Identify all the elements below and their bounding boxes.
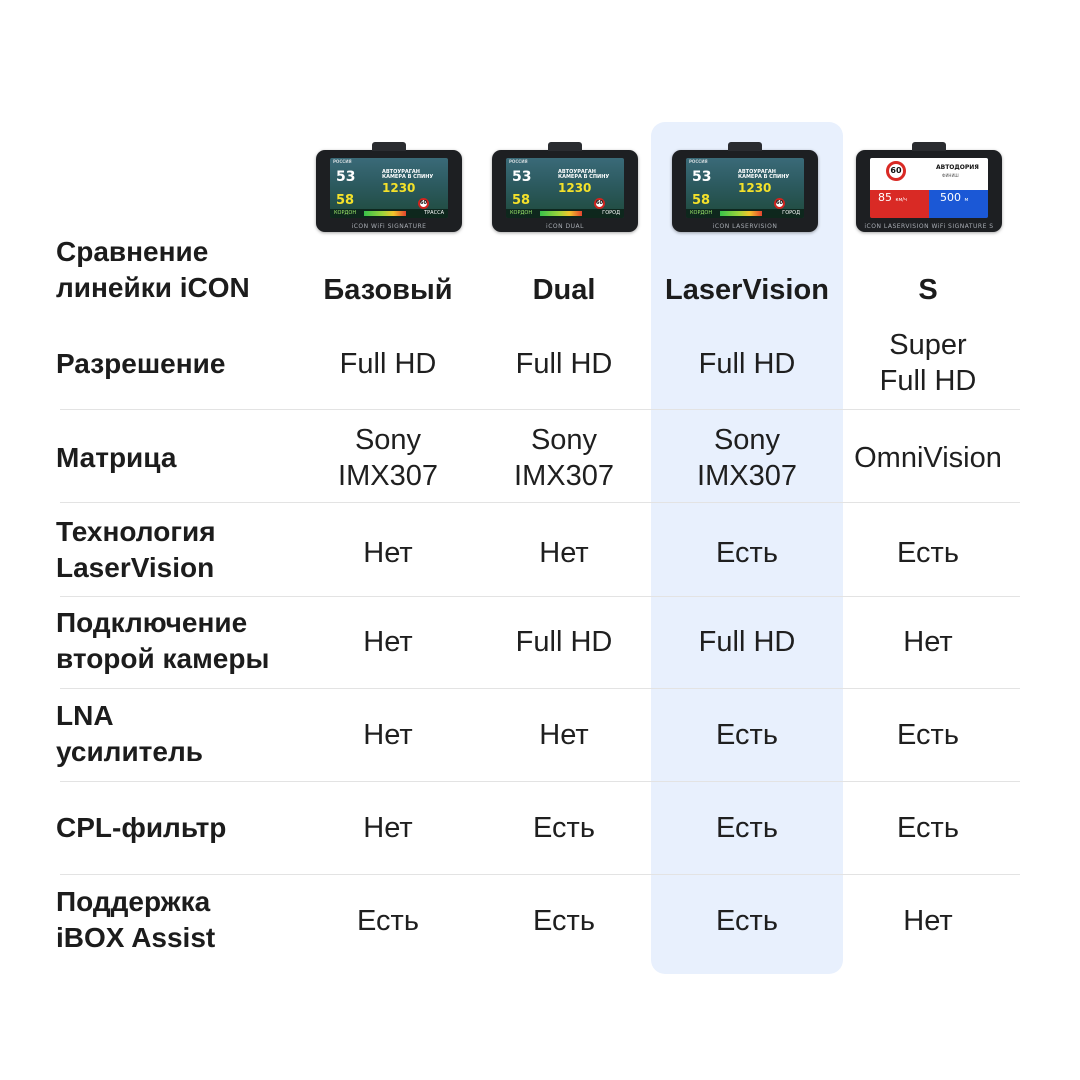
screen-speed-2: 58 bbox=[336, 193, 355, 208]
device-mount-clip bbox=[372, 142, 406, 151]
screen-region: РОССИЯ bbox=[509, 159, 528, 164]
screen-distance: 1230 bbox=[558, 181, 592, 195]
row-divider bbox=[60, 502, 1020, 503]
device-image-basic: РОССИЯ 53 58 АВТОУРАГАН КАМЕРА В СПИНУ 1… bbox=[316, 142, 462, 232]
table-cell: Super Full HD bbox=[879, 329, 977, 397]
table-cell: Sony IMX307 bbox=[697, 424, 797, 492]
screen-right-label: ТРАССА bbox=[424, 210, 444, 216]
table-cell: Full HD bbox=[339, 348, 437, 380]
screen-distance: 500 м bbox=[940, 191, 969, 204]
table-cell: Есть bbox=[533, 812, 595, 844]
screen-warning: АВТОУРАГАН КАМЕРА В СПИНУ bbox=[382, 169, 434, 180]
row-label-resolution: Разрешение bbox=[56, 348, 226, 379]
device-image-dual: РОССИЯ 53 58 АВТОУРАГАН КАМЕРА В СПИНУ 1… bbox=[492, 142, 638, 232]
table-cell: Нет bbox=[903, 626, 953, 658]
table-cell: Нет bbox=[539, 537, 589, 569]
row-label-laservision-tech: Технология LaserVision bbox=[56, 516, 216, 583]
table-cell: Нет bbox=[363, 626, 413, 658]
column-header-basic: Базовый bbox=[323, 274, 453, 306]
table-cell: Есть bbox=[533, 905, 595, 937]
table-cell: Есть bbox=[716, 905, 778, 937]
device-brand-label: iCON DUAL bbox=[546, 223, 584, 230]
screen-region: РОССИЯ bbox=[333, 159, 352, 164]
table-cell: Есть bbox=[716, 812, 778, 844]
screen-speed: 53 bbox=[336, 169, 356, 185]
device-screen: РОССИЯ 53 58 АВТОУРАГАН КАМЕРА В СПИНУ 1… bbox=[506, 158, 624, 218]
device-image-laservision: РОССИЯ 53 58 АВТОУРАГАН КАМЕРА В СПИНУ 1… bbox=[672, 142, 818, 232]
screen-status-bar: КОРДОН ГОРОД bbox=[686, 209, 804, 218]
device-screen: РОССИЯ 53 58 АВТОУРАГАН КАМЕРА В СПИНУ 1… bbox=[686, 158, 804, 218]
table-cell: Sony IMX307 bbox=[514, 424, 614, 492]
table-cell: Есть bbox=[716, 719, 778, 751]
device-screen: 60 АВТОДОРИЯ ФИНИШ 85 км/ч 500 м bbox=[870, 158, 988, 218]
speed-limit-sign-icon: 60 bbox=[886, 161, 906, 181]
table-cell: Sony IMX307 bbox=[338, 424, 438, 492]
signal-level-bar bbox=[540, 211, 582, 216]
table-cell: Есть bbox=[716, 537, 778, 569]
row-divider bbox=[60, 781, 1020, 782]
device-mount-clip bbox=[728, 142, 762, 151]
row-divider bbox=[60, 596, 1020, 597]
table-cell: Full HD bbox=[515, 348, 613, 380]
table-cell: Full HD bbox=[515, 626, 613, 658]
screen-speed: 53 bbox=[512, 169, 532, 185]
screen-left-label: КОРДОН bbox=[690, 210, 713, 216]
screen-speed: 85 км/ч bbox=[878, 191, 907, 204]
screen-right-label: ГОРОД bbox=[602, 210, 620, 216]
screen-warning: АВТОУРАГАН КАМЕРА В СПИНУ bbox=[558, 169, 610, 180]
row-label-sensor: Матрица bbox=[56, 442, 177, 473]
screen-region: РОССИЯ bbox=[689, 159, 708, 164]
table-title: Сравнение линейки iCON bbox=[56, 236, 250, 303]
row-label-cpl-filter: CPL-фильтр bbox=[56, 812, 227, 843]
row-label-ibox-assist: Поддержка iBOX Assist bbox=[56, 886, 216, 953]
row-label-lna: LNA усилитель bbox=[56, 700, 203, 767]
table-cell: Нет bbox=[363, 719, 413, 751]
device-image-s: 60 АВТОДОРИЯ ФИНИШ 85 км/ч 500 м iCON LA… bbox=[856, 142, 1002, 232]
table-cell: Есть bbox=[897, 812, 959, 844]
device-brand-label: iCON LASERVISION bbox=[712, 223, 778, 230]
row-divider bbox=[60, 409, 1020, 410]
signal-level-bar bbox=[720, 211, 762, 216]
laservision-highlight-column bbox=[651, 122, 843, 974]
speed-sign-icon: 60 bbox=[774, 198, 785, 209]
signal-level-bar bbox=[364, 211, 406, 216]
screen-status-bar: КОРДОН ТРАССА bbox=[330, 209, 448, 218]
device-brand-label: iCON LASERVISION WiFi SIGNATURE S bbox=[864, 223, 994, 230]
screen-subtitle: ФИНИШ bbox=[942, 173, 959, 178]
screen-speed: 53 bbox=[692, 169, 712, 185]
row-divider bbox=[60, 874, 1020, 875]
screen-status-bar: КОРДОН ГОРОД bbox=[506, 209, 624, 218]
screen-distance: 1230 bbox=[382, 181, 416, 195]
screen-speed-2: 58 bbox=[692, 193, 711, 208]
table-cell: Есть bbox=[897, 719, 959, 751]
column-header-dual: Dual bbox=[532, 274, 596, 306]
table-cell: Нет bbox=[539, 719, 589, 751]
screen-title: АВТОДОРИЯ bbox=[936, 164, 979, 171]
device-screen: РОССИЯ 53 58 АВТОУРАГАН КАМЕРА В СПИНУ 1… bbox=[330, 158, 448, 218]
column-header-s: S bbox=[918, 274, 938, 306]
table-cell: Нет bbox=[363, 812, 413, 844]
speed-sign-icon: 60 bbox=[594, 198, 605, 209]
table-cell: Full HD bbox=[698, 626, 796, 658]
device-brand-label: iCON WiFi SIGNATURE bbox=[351, 223, 427, 230]
screen-left-label: КОРДОН bbox=[334, 210, 357, 216]
column-header-laservision: LaserVision bbox=[665, 274, 829, 306]
table-cell: Нет bbox=[363, 537, 413, 569]
table-cell: Есть bbox=[357, 905, 419, 937]
screen-left-label: КОРДОН bbox=[510, 210, 533, 216]
row-label-second-camera: Подключение второй камеры bbox=[56, 607, 270, 674]
row-divider bbox=[60, 688, 1020, 689]
device-mount-clip bbox=[912, 142, 946, 151]
table-cell: Full HD bbox=[698, 348, 796, 380]
screen-distance: 1230 bbox=[738, 181, 772, 195]
device-mount-clip bbox=[548, 142, 582, 151]
table-cell: OmniVision bbox=[854, 442, 1002, 474]
screen-speed-2: 58 bbox=[512, 193, 531, 208]
table-cell: Нет bbox=[903, 905, 953, 937]
table-cell: Есть bbox=[897, 537, 959, 569]
screen-right-label: ГОРОД bbox=[782, 210, 800, 216]
speed-sign-icon: 60 bbox=[418, 198, 429, 209]
screen-warning: АВТОУРАГАН КАМЕРА В СПИНУ bbox=[738, 169, 790, 180]
